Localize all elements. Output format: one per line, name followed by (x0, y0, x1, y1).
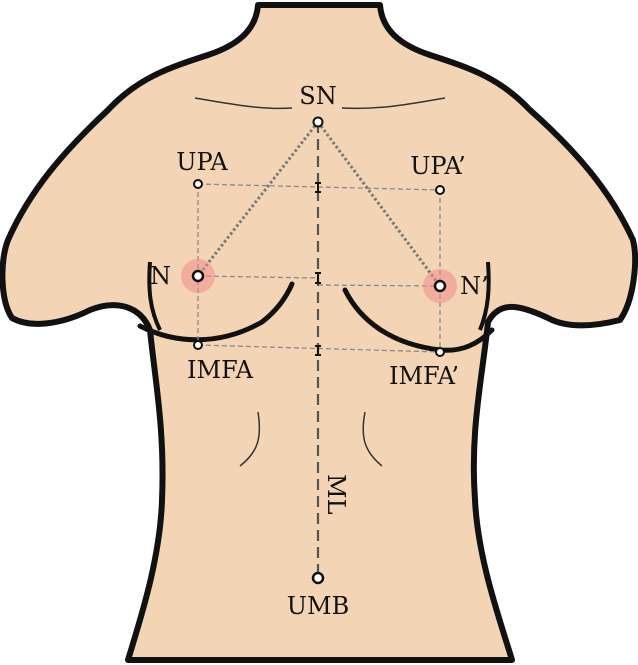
label-upa-prime: UPA’ (410, 152, 466, 180)
sn-to-n-prime-line (316, 121, 442, 287)
right-abdominal-crease (362, 411, 383, 467)
n-prime-point (433, 279, 447, 293)
n-prime-horizontal-line (317, 284, 441, 287)
upa-point (193, 179, 203, 189)
right-armpit-crease (478, 261, 491, 331)
left-armpit-crease (147, 261, 162, 331)
sn-nipple-lines (196, 121, 442, 287)
sn-point (312, 116, 324, 128)
label-imfa-prime: IMFA’ (389, 362, 459, 390)
label-ml: ML (322, 474, 350, 515)
label-n-prime: N’ (460, 272, 489, 300)
label-upa: UPA (176, 148, 228, 176)
right-clavicle (341, 97, 446, 110)
label-n: N (150, 262, 171, 290)
n-point (191, 269, 205, 283)
midline-ticks (315, 182, 321, 356)
label-imfa: IMFA (187, 356, 254, 384)
label-sn: SN (299, 82, 336, 110)
left-clavicle (194, 97, 293, 110)
left-breast-fold (137, 281, 295, 343)
landmark-points (191, 116, 447, 585)
label-umb: UMB (287, 592, 349, 620)
imfa-point (193, 340, 203, 350)
n-horizontal-line (197, 275, 319, 279)
right-breast-fold (342, 287, 495, 353)
umb-point (311, 571, 325, 585)
upa-prime-point (435, 185, 445, 195)
imfa-prime-point (435, 347, 445, 357)
left-abdominal-crease (239, 411, 261, 467)
